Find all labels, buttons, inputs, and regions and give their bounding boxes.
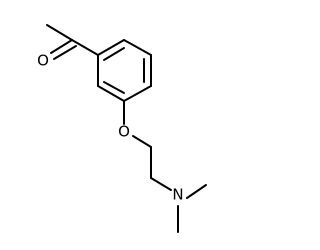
bond-ether-oxygen-ch2 xyxy=(132,135,152,148)
bond-carbonyl-double-b xyxy=(53,45,77,60)
structure-diagram: O O N xyxy=(37,24,207,233)
bond-ch2-nitrogen xyxy=(150,177,172,191)
bonds xyxy=(46,24,207,233)
bond-carbonyl-ring xyxy=(71,39,99,56)
amine-nitrogen-label: N xyxy=(172,186,183,204)
bond-carbonyl-double-a xyxy=(50,39,73,54)
ring-bond-5 xyxy=(97,85,125,102)
atom-labels: O O N xyxy=(37,52,184,204)
ring-bond-4 xyxy=(123,85,152,102)
ring-inner-bond-a xyxy=(103,47,125,61)
carbonyl-oxygen-label: O xyxy=(37,52,49,70)
ether-oxygen-label: O xyxy=(118,123,130,141)
ring-inner-bond-c xyxy=(103,81,125,94)
bond-methyl-carbonyl xyxy=(46,24,73,41)
ring-bond-2 xyxy=(123,39,152,56)
ring-bond-1 xyxy=(97,39,125,56)
bond-nitrogen-methyl-right xyxy=(186,184,207,199)
